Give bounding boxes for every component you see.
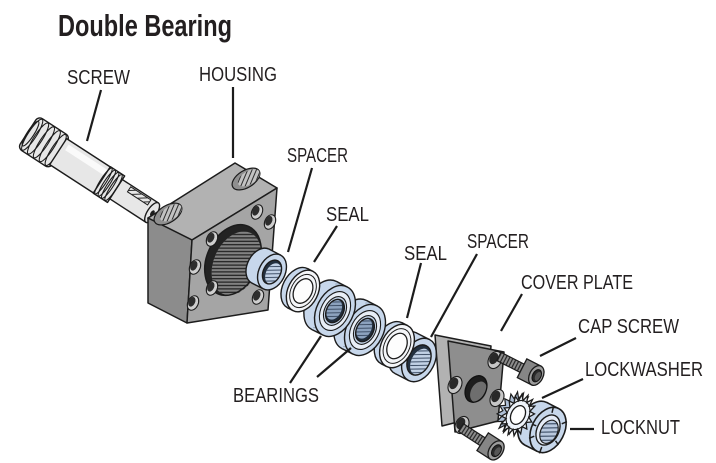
label-locknut: LOCKNUT (601, 417, 680, 439)
locknut-notches (528, 406, 568, 454)
cap-screw-bottom-drawing (457, 422, 505, 461)
leader-seal-right (405, 262, 423, 319)
label-spacer-right: SPACER (467, 231, 529, 253)
label-housing: HOUSING (199, 64, 277, 86)
bearing-rear-drawing (333, 298, 387, 357)
figure-title: Double Bearing (58, 8, 232, 43)
seal-right-drawing (373, 320, 416, 369)
screw-drawing (18, 117, 161, 224)
label-screw: SCREW (67, 67, 130, 89)
lockwasher-drawing (495, 389, 537, 438)
cover-plate-drawing (434, 334, 508, 437)
spacer-left-drawing (245, 247, 288, 291)
leader-bearing-front (289, 335, 322, 384)
leader-bearing-rear (316, 347, 352, 378)
label-seal-right: SEAL (404, 243, 447, 265)
label-lockwasher: LOCKWASHER (585, 359, 703, 381)
locknut-drawing (516, 400, 568, 454)
housing-drawing (147, 162, 279, 324)
bearing-front-drawing (303, 279, 357, 338)
label-spacer-left: SPACER (287, 145, 348, 167)
cap-screw-top-drawing (495, 351, 545, 387)
label-bearings: BEARINGS (233, 385, 319, 407)
leader-spacer-left (286, 167, 314, 253)
leader-seal-left (313, 225, 338, 263)
label-seal-left: SEAL (326, 204, 369, 226)
leader-cap-screw (539, 337, 577, 357)
leader-screw (85, 89, 103, 142)
label-cap-screw: CAP SCREW (578, 316, 679, 338)
cover-plate-bore (464, 375, 488, 403)
leader-spacer-right (430, 253, 478, 338)
seal-left-drawing (280, 266, 321, 313)
leader-cover-plate (500, 293, 523, 332)
label-cover-plate: COVER PLATE (521, 272, 633, 294)
leader-lines (85, 87, 594, 431)
screw-keyway (126, 186, 152, 206)
leader-lockwasher (541, 378, 584, 399)
